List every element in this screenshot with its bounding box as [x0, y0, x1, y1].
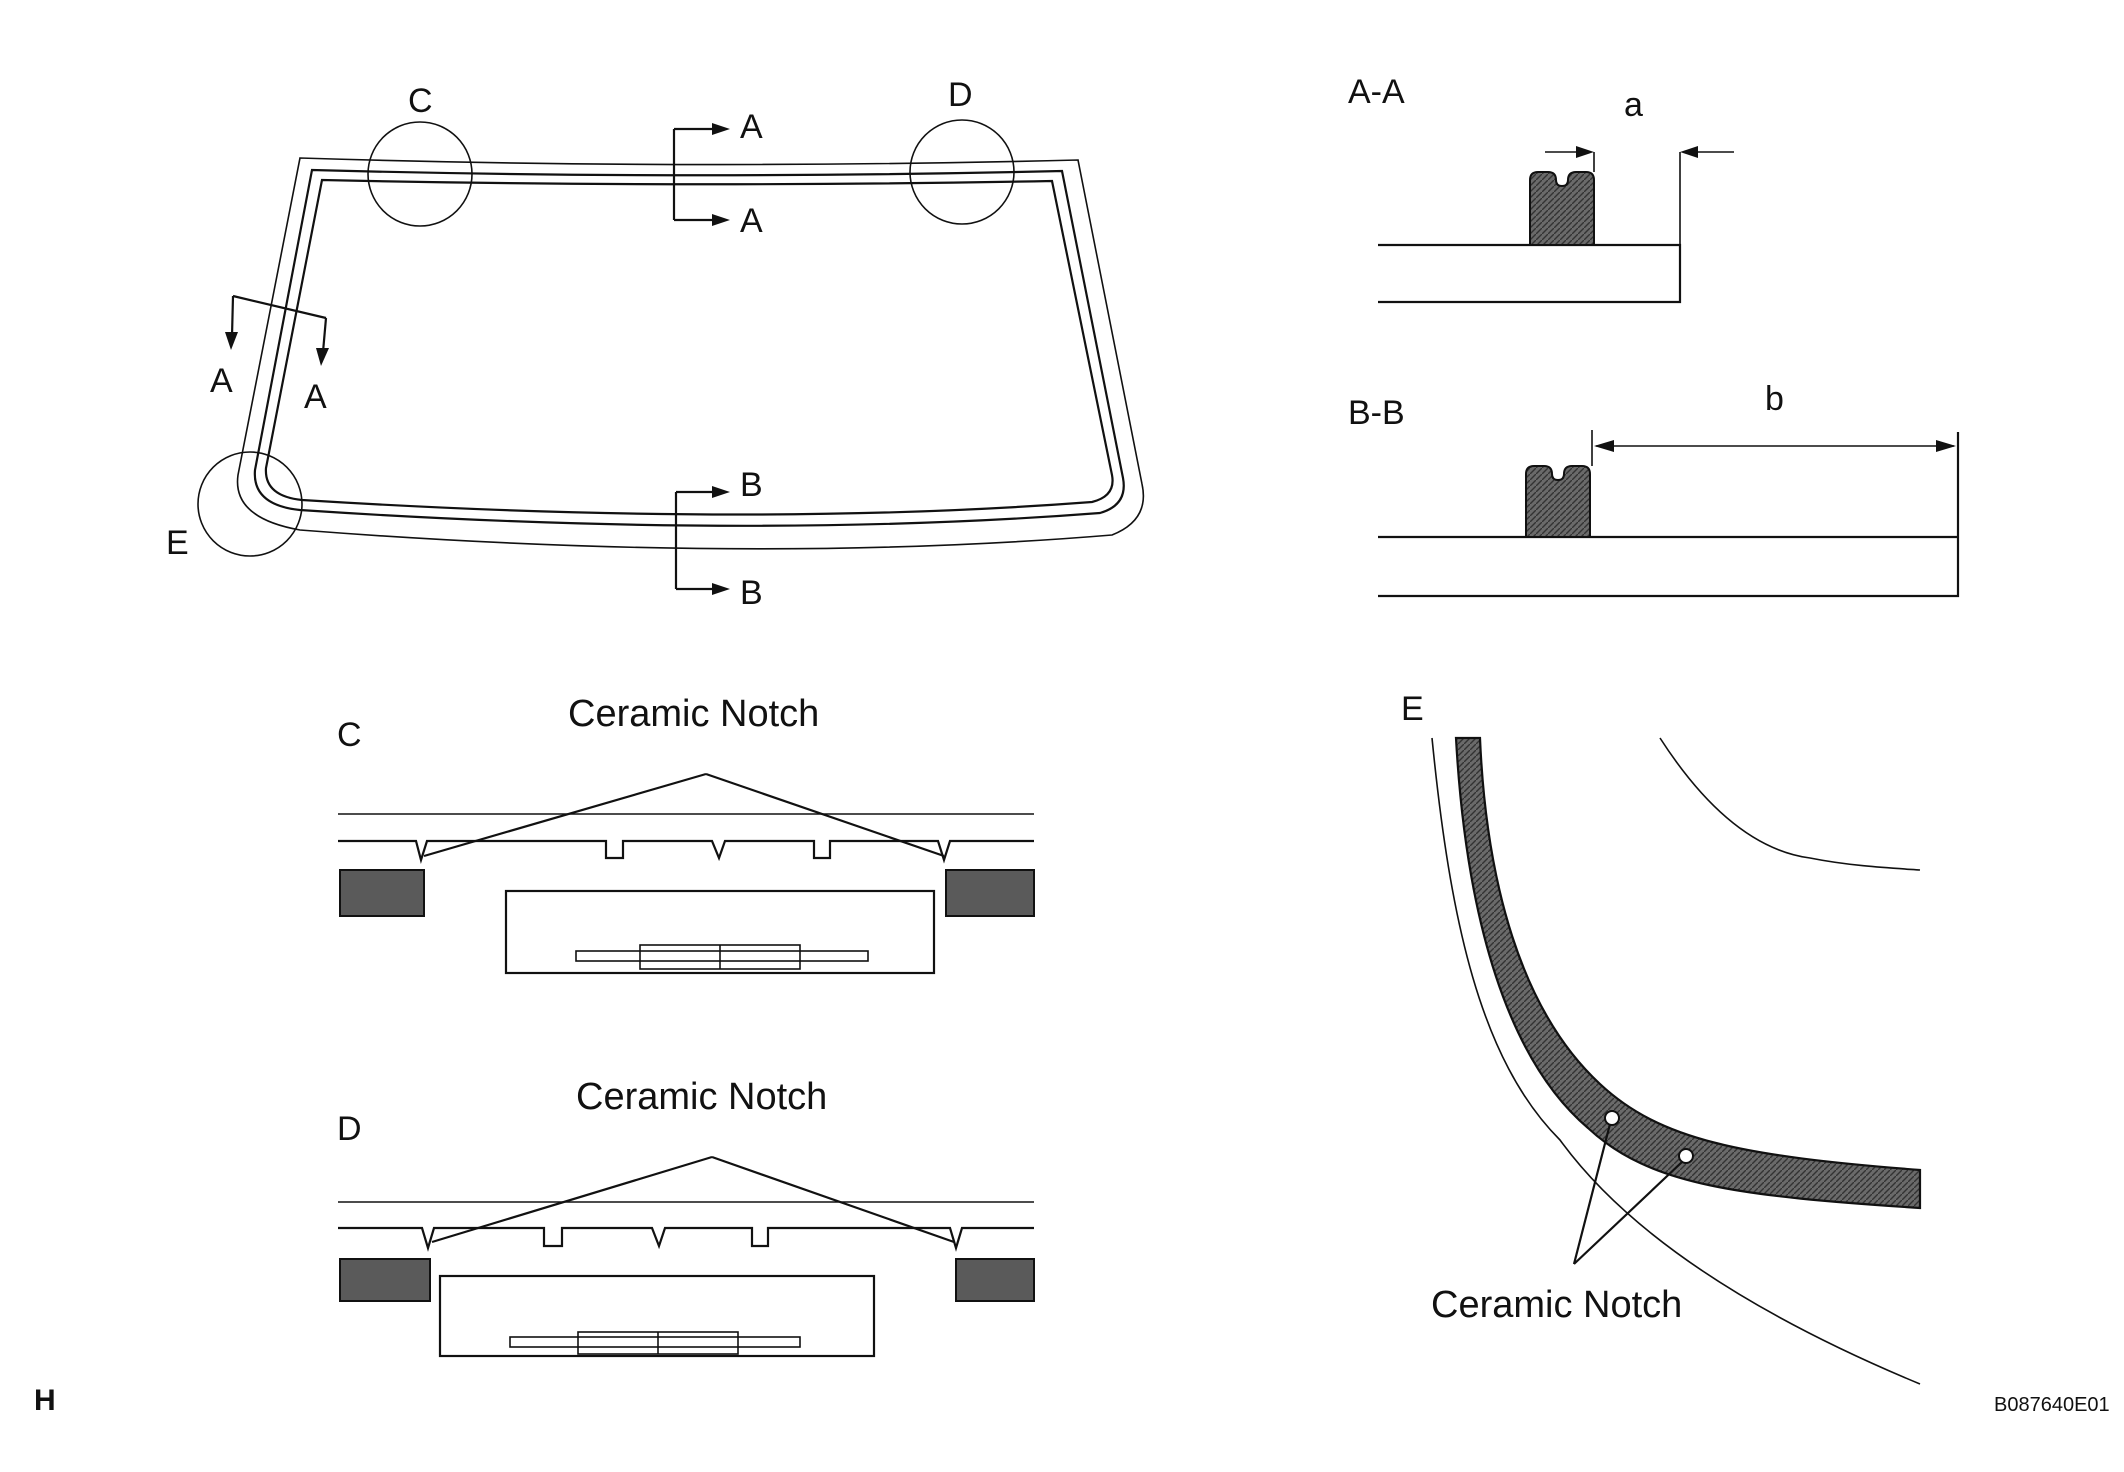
detail-d-label: D — [948, 76, 973, 114]
detail-d-title: D — [337, 1110, 362, 1148]
detail-d-circle — [909, 119, 1015, 225]
detail-d-spacer-left — [339, 1258, 431, 1302]
figure-code: B087640E01 — [1994, 1394, 2110, 1416]
detail-c-bracket-plate — [575, 950, 869, 962]
glass-outer-edge — [236, 157, 1145, 550]
detail-e-title: E — [1401, 690, 1424, 728]
detail-d-view: D Ceramic Notch — [337, 1076, 1035, 1358]
detail-c-view: C Ceramic Notch — [337, 693, 1035, 975]
detail-d-spacer-right — [955, 1258, 1035, 1302]
detail-c-mirror-bracket — [504, 889, 936, 975]
section-bb-glass — [1378, 432, 1960, 598]
detail-e-leader-2 — [1573, 1161, 1683, 1265]
detail-c-title: C — [337, 716, 362, 754]
section-aa-left-arrow-1 — [230, 295, 235, 337]
detail-d-callout: Ceramic Notch — [576, 1076, 827, 1118]
section-a-top-label-2: A — [740, 202, 763, 240]
footer-left-mark: H — [34, 1384, 56, 1417]
detail-d-ceramic-edge — [338, 1226, 1034, 1252]
detail-e-view: E Ceramic Notch — [1401, 690, 1922, 1385]
section-bb-title: B-B — [1348, 394, 1405, 432]
detail-c-leader-right — [705, 772, 945, 858]
section-aa-view: A-A a — [1348, 73, 1734, 304]
detail-c-leader-left — [423, 772, 707, 858]
section-b-label-2: B — [740, 574, 763, 612]
detail-e-notch-2 — [1678, 1148, 1694, 1164]
section-aa-title: A-A — [1348, 73, 1405, 111]
detail-d-bracket-plate — [509, 1336, 801, 1348]
detail-c-label: C — [408, 82, 433, 120]
detail-d-mirror-bracket — [438, 1274, 876, 1358]
detail-c-spacer-right — [945, 869, 1035, 917]
section-aa-dam-bead — [1529, 171, 1595, 246]
detail-e-glass-edge — [1431, 737, 1921, 1385]
detail-e-notch-1 — [1604, 1110, 1620, 1126]
detail-e-label: E — [166, 524, 189, 562]
windshield-overview: C D E A A A A B B — [166, 76, 1145, 612]
detail-c-circle — [367, 121, 473, 227]
detail-e-opening-edge — [1659, 737, 1921, 871]
detail-e-leader-1 — [1572, 1123, 1612, 1265]
section-aa-left-arrow-2 — [321, 317, 328, 353]
detail-e-circle — [197, 451, 303, 557]
section-a-top-label-1: A — [740, 108, 763, 146]
section-bb-dimension-label: b — [1765, 380, 1784, 418]
section-a-left-label-1: A — [210, 362, 233, 400]
dam-outer-line — [253, 168, 1125, 527]
section-aa-dimension-label: a — [1624, 86, 1643, 124]
detail-c-callout: Ceramic Notch — [568, 693, 819, 735]
detail-c-spacer-left — [339, 869, 425, 917]
detail-d-leader-right — [711, 1155, 955, 1244]
detail-c-ceramic-edge — [338, 839, 1034, 864]
section-a-left-label-2: A — [304, 378, 327, 416]
detail-e-dam-band — [1454, 736, 1922, 1210]
section-aa-left-cut — [232, 294, 327, 320]
section-bb-view: B-B b — [1348, 380, 1960, 598]
section-b-label-1: B — [740, 466, 763, 504]
section-aa-glass — [1378, 243, 1682, 304]
detail-d-leader-left — [431, 1155, 713, 1244]
detail-e-callout: Ceramic Notch — [1431, 1284, 1682, 1326]
dam-inner-line — [264, 178, 1114, 516]
section-bb-dam-bead — [1525, 465, 1591, 538]
